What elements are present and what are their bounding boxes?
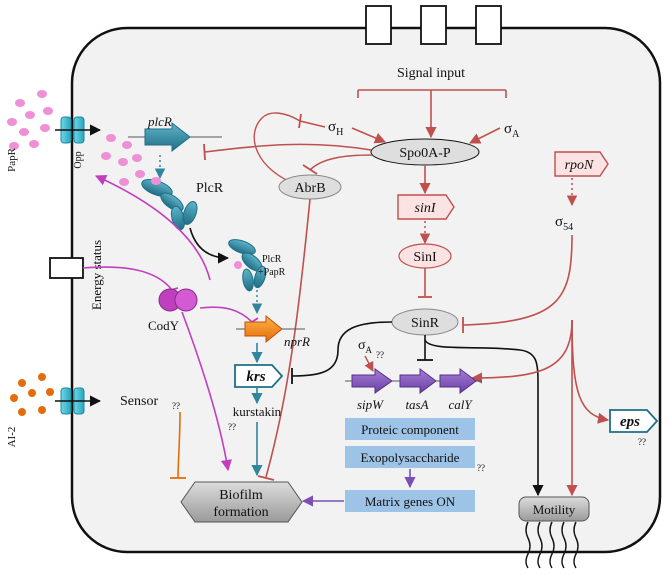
eps-uncertain-mark: ?? xyxy=(638,437,646,447)
cody-to-biofilm-arrow xyxy=(181,311,232,472)
plcr-papr-complex-icon xyxy=(228,239,267,292)
sigma-a-uncertain-mark: ?? xyxy=(376,350,384,360)
sipw-label: sipW xyxy=(357,397,384,412)
motility-label: Motility xyxy=(533,502,576,517)
cody-to-opp-arrow xyxy=(94,175,211,281)
plcr-protein-label: PlcR xyxy=(196,181,224,196)
sensor-inhibits-biofilm xyxy=(177,411,181,479)
nprr-gene-arrow xyxy=(244,314,283,344)
eps-gene-box xyxy=(609,409,659,433)
cody-protein-icon xyxy=(158,288,198,312)
sini-protein-label: SinI xyxy=(413,250,437,265)
plcr-papr-label-2: +PapR xyxy=(258,267,286,278)
sensor-uncertain-mark: ?? xyxy=(172,401,180,411)
nprr-gene-label: nprR xyxy=(284,334,310,349)
sigma-a-to-operon-arrow xyxy=(364,355,374,372)
cody-uncertain-mark: ?? xyxy=(228,422,236,432)
caly-gene-arrow xyxy=(439,368,477,394)
sinr-to-motility-arrow xyxy=(424,339,544,497)
signal-input-label: Signal input xyxy=(397,66,465,81)
papr-peptides-inside xyxy=(101,134,161,186)
eps-label: eps xyxy=(620,414,640,430)
sigma54-to-operon-arrow xyxy=(470,319,573,384)
plcr-binding-arrow xyxy=(189,227,230,264)
cody-inhibits-nprr xyxy=(199,306,253,323)
proteic-component-box xyxy=(345,418,475,440)
exopoly-uncertain-mark: ?? xyxy=(477,463,485,473)
sigma54-inhibits-sinr xyxy=(462,234,573,326)
rpon-gene-label: rpoN xyxy=(565,158,594,173)
exopolysaccharide-box xyxy=(345,446,475,468)
motility-node xyxy=(518,496,590,522)
sini-gene-box xyxy=(397,194,455,220)
biofilm-label-1: Biofilm xyxy=(219,488,263,503)
sensor-label: Sensor xyxy=(120,394,158,409)
spo0a-label: Spo0A-P xyxy=(399,146,451,161)
signal-input-bar xyxy=(357,89,507,98)
opp-label: Opp xyxy=(73,151,84,168)
sinr-inhibits-krs xyxy=(291,321,393,377)
plcr-papr-label-1: PlcR xyxy=(262,254,282,265)
ai2-molecules xyxy=(10,373,54,416)
plcr-protein-icon xyxy=(141,178,198,231)
exopoly-label: Exopolysaccharide xyxy=(361,450,460,465)
papr-peptides xyxy=(7,90,53,150)
energy-status-sensor xyxy=(49,257,84,279)
tasa-gene-arrow xyxy=(399,368,437,394)
abrb-inhibition-bar xyxy=(302,164,318,175)
ai2-label: AI-2 xyxy=(6,427,18,448)
sigma-h-arrow xyxy=(351,127,387,144)
proteic-label: Proteic component xyxy=(361,422,459,437)
caly-label: calY xyxy=(448,397,473,412)
abrb-loop xyxy=(253,112,301,187)
energy-status-label: Energy status xyxy=(89,240,104,310)
papr-label: PapR xyxy=(6,147,18,172)
cody-label: CodY xyxy=(148,318,180,333)
abrb-inhibits-biofilm xyxy=(265,198,311,478)
biofilm-label-2: formation xyxy=(213,505,268,520)
spo0a-node xyxy=(370,138,480,166)
biofilm-inhibition-bar xyxy=(257,475,275,481)
tasa-label: tasA xyxy=(405,397,428,412)
energy-inhibits-cody xyxy=(82,266,173,291)
krs-gene-box xyxy=(234,364,284,388)
flagella-icon xyxy=(525,521,579,569)
plcr-gene-label: plcR xyxy=(147,114,172,129)
spo0a-inhibits-abrb xyxy=(309,154,373,171)
abrb-label: AbrB xyxy=(294,181,325,196)
sini-gene-label: sinI xyxy=(415,201,437,216)
rpon-gene-box xyxy=(554,151,609,177)
sinr-label: SinR xyxy=(411,316,440,331)
plcr-gene-arrow xyxy=(144,121,191,153)
kurstakin-label: kurstakin xyxy=(233,404,282,419)
krs-label: krs xyxy=(246,369,265,385)
sigma-h-inhibition xyxy=(299,120,326,128)
plcr-inhibition-bar xyxy=(203,143,206,161)
matrix-label: Matrix genes ON xyxy=(365,494,456,509)
signal-receptors xyxy=(365,5,502,45)
matrix-genes-box xyxy=(345,490,475,512)
sipw-gene-arrow xyxy=(351,368,393,394)
sigma-a-arrow xyxy=(468,127,501,144)
biofilm-formation-node xyxy=(180,481,303,523)
spo0a-inhibits-plcr xyxy=(204,143,372,153)
